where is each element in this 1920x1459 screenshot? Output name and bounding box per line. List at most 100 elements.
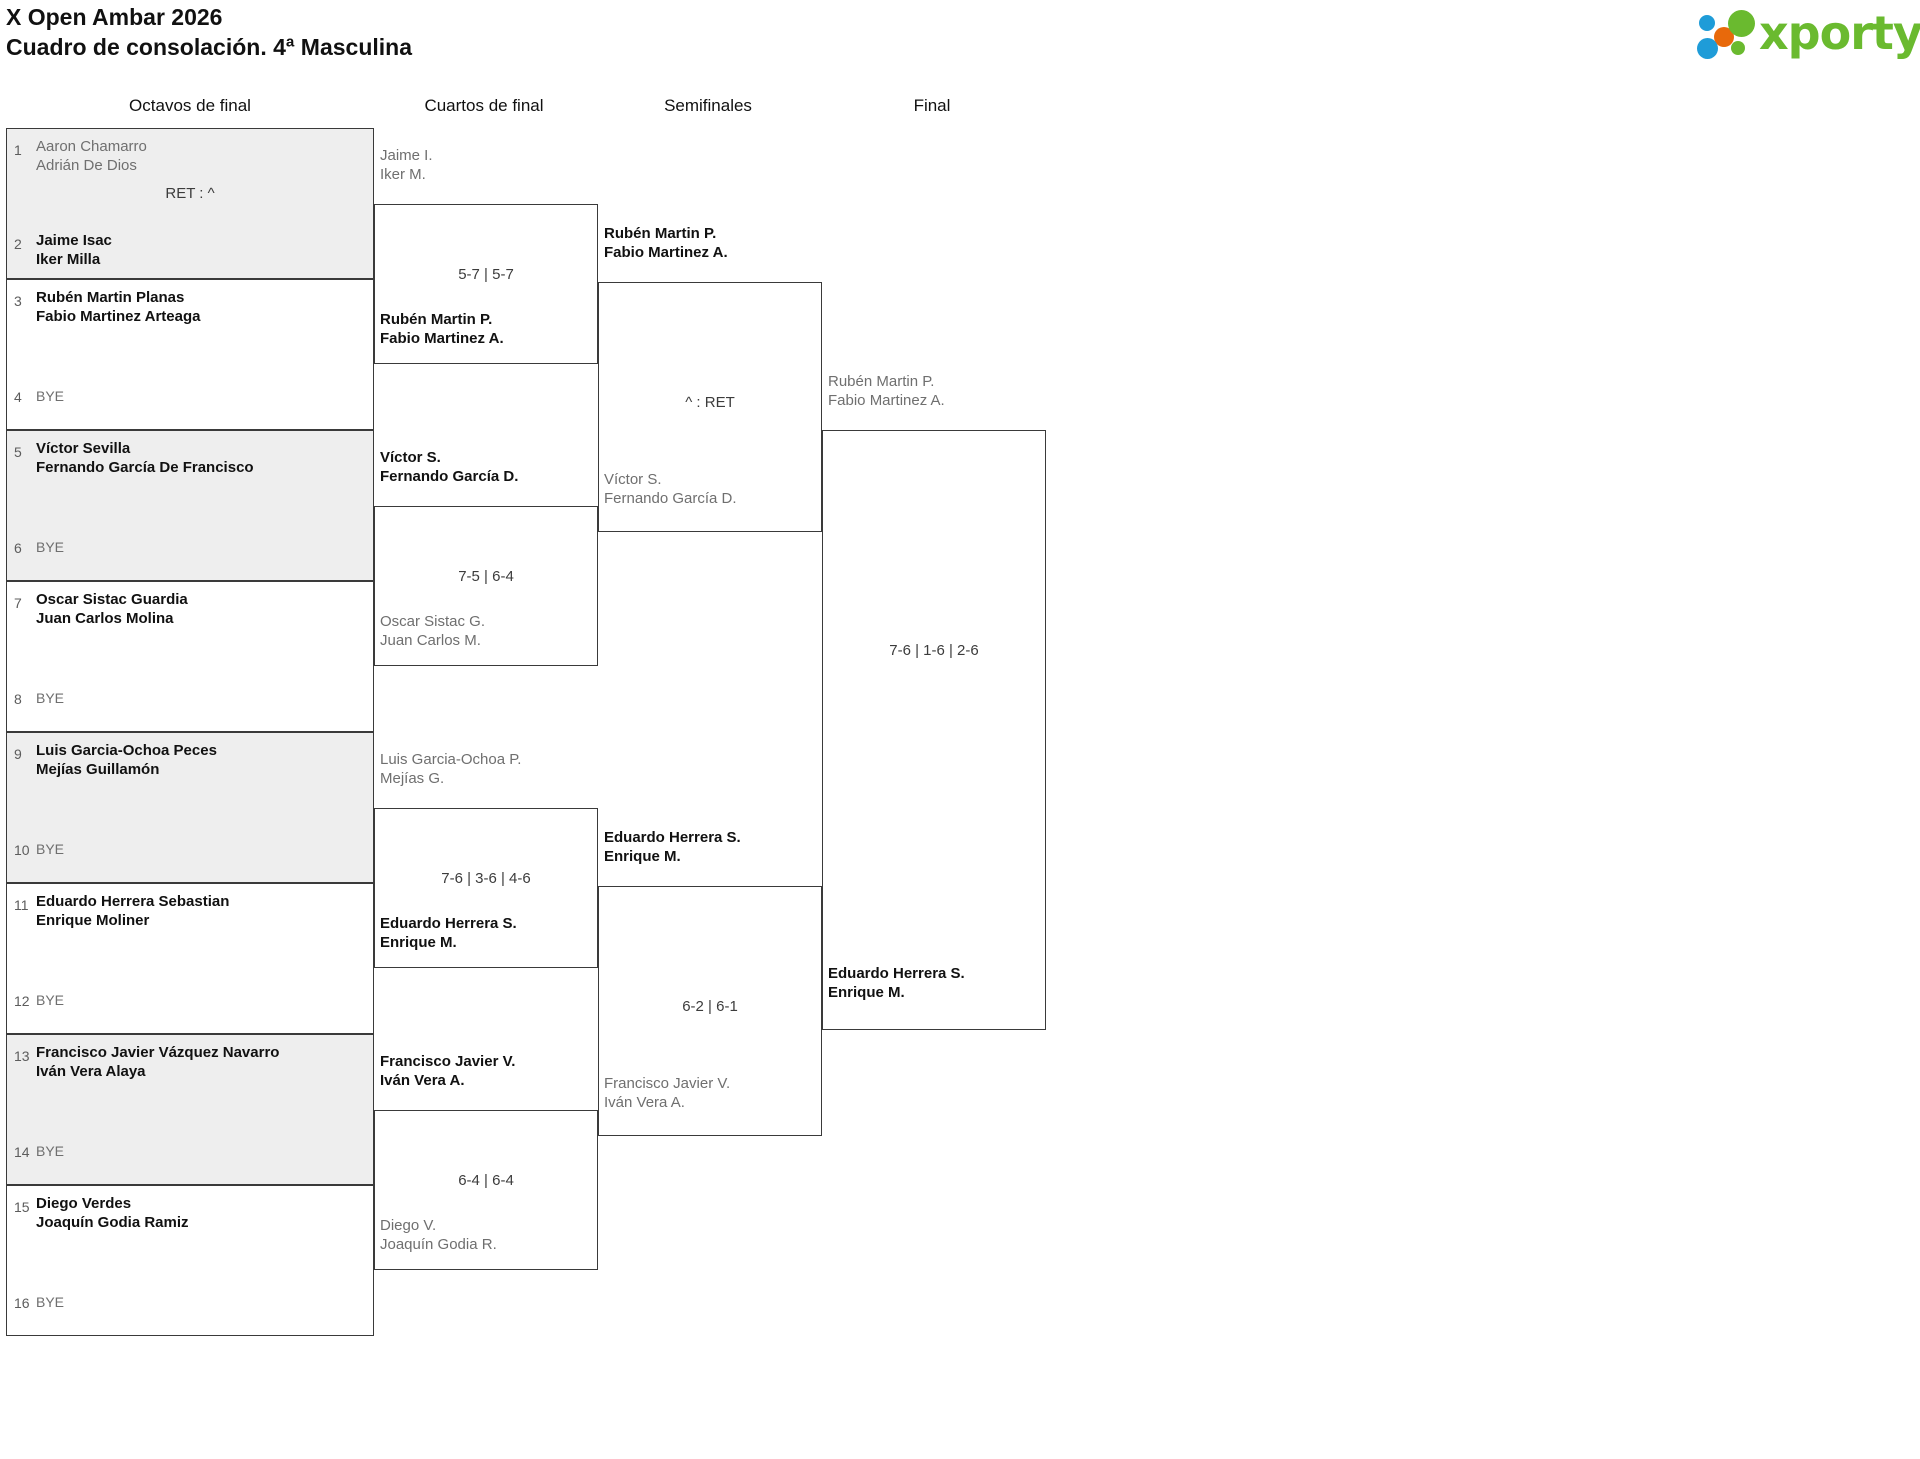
round2-match-box[interactable] bbox=[374, 808, 598, 968]
seed-number: 10 bbox=[14, 842, 30, 858]
round2-team-top-player-2: Mejías G. bbox=[380, 770, 445, 787]
round3-match-box[interactable] bbox=[598, 886, 822, 1136]
round2-team-top-player-1: Francisco Javier V. bbox=[380, 1053, 516, 1070]
round-header-octavos: Octavos de final bbox=[129, 96, 251, 115]
round2-team-bottom-player-1: Oscar Sistac G. bbox=[380, 613, 486, 630]
round1-match[interactable] bbox=[6, 279, 374, 430]
round4-match-box[interactable] bbox=[822, 430, 1046, 1030]
round3-match-score: 6-2 | 6-1 bbox=[682, 998, 738, 1015]
round3-team-top-player-2: Fabio Martinez A. bbox=[604, 244, 728, 261]
team-player-2: Enrique Moliner bbox=[36, 912, 150, 929]
page-title: X Open Ambar 2026 Cuadro de consolación.… bbox=[6, 2, 412, 62]
team-player-1: Rubén Martin Planas bbox=[36, 289, 185, 306]
logo-wordmark: xporty bbox=[1759, 6, 1920, 60]
team-player-2: Iker Milla bbox=[36, 251, 101, 268]
round-header-cuartos: Cuartos de final bbox=[424, 96, 544, 115]
logo-dot-blue-top bbox=[1699, 15, 1715, 31]
round-header-final: Final bbox=[913, 96, 951, 115]
team-bye: BYE bbox=[36, 1294, 65, 1310]
round3-team-top-player-1: Eduardo Herrera S. bbox=[604, 829, 741, 846]
round3-team-bottom-player-2: Fernando García D. bbox=[604, 490, 737, 507]
round4-team-top-player-1: Rubén Martin P. bbox=[828, 373, 935, 390]
team-player-1: Oscar Sistac Guardia bbox=[36, 591, 188, 608]
seed-number: 12 bbox=[14, 993, 30, 1009]
round2-match-box[interactable] bbox=[374, 204, 598, 364]
round3-team-bottom-player-2: Iván Vera A. bbox=[604, 1094, 685, 1111]
xporty-logo[interactable]: xporty bbox=[1697, 6, 1920, 61]
team-player-2: Mejías Guillamón bbox=[36, 761, 160, 778]
team-bye: BYE bbox=[36, 690, 65, 706]
team-player-2: Adrián De Dios bbox=[36, 157, 137, 174]
round2-team-bottom-player-2: Enrique M. bbox=[380, 934, 457, 951]
team-player-2: Fabio Martinez Arteaga bbox=[36, 308, 201, 325]
round3-team-top-player-1: Rubén Martin P. bbox=[604, 225, 717, 242]
seed-number: 2 bbox=[14, 236, 22, 252]
round1-match[interactable] bbox=[6, 1034, 374, 1185]
seed-number: 14 bbox=[14, 1144, 30, 1160]
round2-team-bottom-player-2: Juan Carlos M. bbox=[380, 632, 481, 649]
team-player-1: Víctor Sevilla bbox=[36, 440, 131, 457]
tournament-subtitle: Cuadro de consolación. 4ª Masculina bbox=[6, 34, 412, 60]
team-player-2: Fernando García De Francisco bbox=[36, 459, 254, 476]
round2-team-top-player-1: Jaime I. bbox=[380, 147, 433, 164]
team-player-2: Joaquín Godia Ramiz bbox=[36, 1214, 189, 1231]
round4-team-bottom-player-1: Eduardo Herrera S. bbox=[828, 965, 965, 982]
team-bye: BYE bbox=[36, 1143, 65, 1159]
logo-dots-icon bbox=[1697, 7, 1759, 61]
seed-number: 1 bbox=[14, 142, 22, 158]
round2-match-score: 5-7 | 5-7 bbox=[458, 266, 514, 283]
round3-match-box[interactable] bbox=[598, 282, 822, 532]
seed-number: 8 bbox=[14, 691, 22, 707]
round-header-semifinales: Semifinales bbox=[664, 96, 752, 115]
round2-match-score: 7-5 | 6-4 bbox=[458, 568, 514, 585]
round1-match[interactable] bbox=[6, 128, 374, 279]
seed-number: 13 bbox=[14, 1048, 30, 1064]
seed-number: 3 bbox=[14, 293, 22, 309]
round2-match-box[interactable] bbox=[374, 1110, 598, 1270]
round2-team-top-player-1: Víctor S. bbox=[380, 449, 441, 466]
tournament-name: X Open Ambar 2026 bbox=[6, 4, 223, 30]
round3-team-bottom-player-1: Francisco Javier V. bbox=[604, 1075, 731, 1092]
seed-number: 4 bbox=[14, 389, 22, 405]
round2-match-box[interactable] bbox=[374, 506, 598, 666]
team-player-1: Eduardo Herrera Sebastian bbox=[36, 893, 230, 910]
logo-dot-green-large bbox=[1728, 10, 1755, 37]
round2-match-score: 7-6 | 3-6 | 4-6 bbox=[441, 870, 531, 887]
seed-number: 15 bbox=[14, 1199, 30, 1215]
round1-match[interactable] bbox=[6, 581, 374, 732]
round2-team-bottom-player-1: Eduardo Herrera S. bbox=[380, 915, 517, 932]
team-bye: BYE bbox=[36, 841, 65, 857]
round2-team-top-player-2: Iván Vera A. bbox=[380, 1072, 465, 1089]
seed-number: 9 bbox=[14, 746, 22, 762]
seed-number: 7 bbox=[14, 595, 22, 611]
round2-team-top-player-2: Iker M. bbox=[380, 166, 426, 183]
logo-dot-blue-bottom bbox=[1697, 38, 1718, 59]
team-bye: BYE bbox=[36, 992, 65, 1008]
round2-team-bottom-player-1: Rubén Martin P. bbox=[380, 311, 493, 328]
round2-team-top-player-1: Luis Garcia-Ochoa P. bbox=[380, 751, 522, 768]
round2-team-bottom-player-2: Fabio Martinez A. bbox=[380, 330, 504, 347]
team-player-1: Jaime Isac bbox=[36, 232, 112, 249]
team-player-2: Iván Vera Alaya bbox=[36, 1063, 146, 1080]
seed-number: 16 bbox=[14, 1295, 30, 1311]
round4-team-bottom-player-2: Enrique M. bbox=[828, 984, 905, 1001]
round2-team-bottom-player-1: Diego V. bbox=[380, 1217, 437, 1234]
round1-match[interactable] bbox=[6, 430, 374, 581]
team-player-1: Francisco Javier Vázquez Navarro bbox=[36, 1044, 280, 1061]
team-player-1: Aaron Chamarro bbox=[36, 138, 147, 155]
round4-team-top-player-2: Fabio Martinez A. bbox=[828, 392, 945, 409]
seed-number: 5 bbox=[14, 444, 22, 460]
match-score: RET : ^ bbox=[165, 185, 215, 202]
round2-match-score: 6-4 | 6-4 bbox=[458, 1172, 514, 1189]
team-player-1: Diego Verdes bbox=[36, 1195, 132, 1212]
round1-match[interactable] bbox=[6, 1185, 374, 1336]
seed-number: 11 bbox=[14, 897, 29, 913]
team-player-1: Luis Garcia-Ochoa Peces bbox=[36, 742, 217, 759]
round3-match-score: ^ : RET bbox=[685, 394, 735, 411]
round1-match[interactable] bbox=[6, 883, 374, 1034]
team-bye: BYE bbox=[36, 388, 65, 404]
team-bye: BYE bbox=[36, 539, 65, 555]
logo-dot-orange bbox=[1714, 27, 1734, 47]
round1-match[interactable] bbox=[6, 732, 374, 883]
round3-team-bottom-player-1: Víctor S. bbox=[604, 471, 662, 488]
